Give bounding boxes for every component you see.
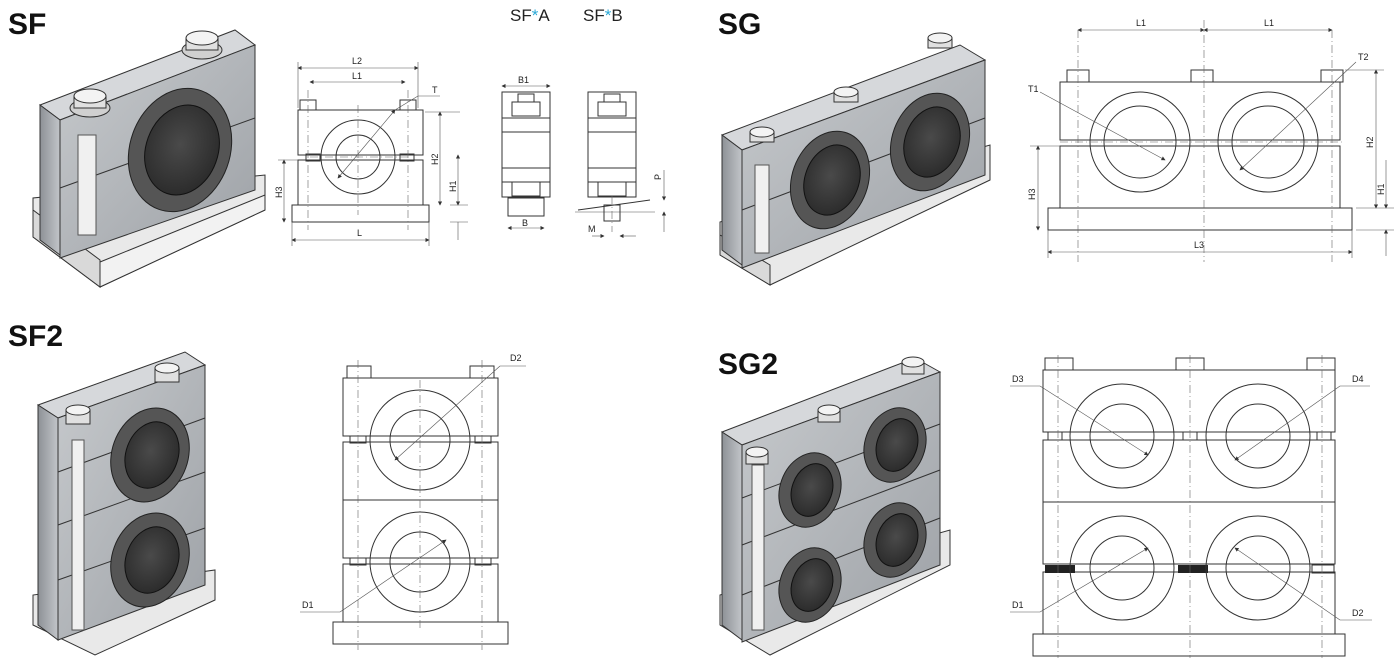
variant-label-a: SF*A [510,6,550,26]
sg2-dim-d4: D4 [1352,374,1364,384]
variant-b-suffix: B [611,6,623,25]
sg-dim-h3: H3 [1027,188,1037,200]
sg-dim-l1-b: L1 [1264,18,1274,28]
sf-iso-view [32,29,266,288]
sg2-front-drawing: D3 D4 D1 D2 [1010,355,1372,658]
sf-dim-l1: L1 [352,71,362,81]
sf-side-b-drawing: P M [575,91,667,239]
sg-dim-t2: T2 [1358,52,1369,62]
sf2-iso-bolt-2 [154,362,180,383]
sg-dim-h2: H2 [1365,136,1375,148]
sg-iso-bolt-1 [749,126,775,143]
variant-a-prefix: SF [510,6,532,25]
sg-iso-bolt-3 [927,32,953,49]
sg-front-drawing: L1 L1 T1 T2 H2 H1 H3 L3 [1027,18,1394,262]
sf-dim-b1: B1 [518,75,529,85]
title-sg2: SG2 [718,348,779,381]
sf-dim-b: B [522,218,528,228]
sg2-iso-bolt-2 [817,404,841,423]
sg-iso-bolt-2 [833,86,859,103]
sg2-dim-d3: D3 [1012,374,1024,384]
sg-iso-view [719,32,991,286]
sf-dim-p: P [653,174,663,180]
sf-dim-t: T [432,85,438,95]
sf2-dim-d1: D1 [302,600,314,610]
sf-dim-l2: L2 [352,56,362,66]
sf-dim-h2: H2 [430,153,440,165]
sg-dim-l3: L3 [1194,240,1204,250]
sf-dim-m: M [588,224,596,234]
sg2-iso-bolt-1 [745,446,769,465]
sf-dim-h3: H3 [274,186,284,198]
title-sf: SF [8,8,47,41]
title-sf2: SF2 [8,320,64,353]
sg-dim-l1-a: L1 [1136,18,1146,28]
sg2-iso-view [719,356,951,656]
sf-iso-bolt-1 [69,88,111,118]
sg-dim-t1: T1 [1028,84,1039,94]
sf2-front-drawing: D2 D1 [300,353,526,650]
sf-side-a-drawing: B1 B [501,75,551,231]
sf2-iso-view [32,351,216,656]
variant-b-star: * [604,6,612,25]
title-sg: SG [718,8,762,41]
sg2-iso-bolt-3 [901,356,925,375]
sf2-iso-bolt-1 [65,404,91,425]
sg2-dim-d2: D2 [1352,608,1364,618]
sf2-dim-d2: D2 [510,353,522,363]
variant-b-prefix: SF [583,6,605,25]
variant-a-star: * [531,6,539,25]
sf-front-drawing: L2 L1 T H2 H1 H3 L [274,56,468,246]
sf-dim-h1: H1 [448,180,458,192]
variant-label-b: SF*B [583,6,623,26]
sf-iso-bolt-2 [181,30,223,60]
sg-dim-h1: H1 [1376,183,1386,195]
sg2-dim-d1: D1 [1012,600,1024,610]
sf-dim-l: L [357,228,362,238]
variant-a-suffix: A [538,6,550,25]
